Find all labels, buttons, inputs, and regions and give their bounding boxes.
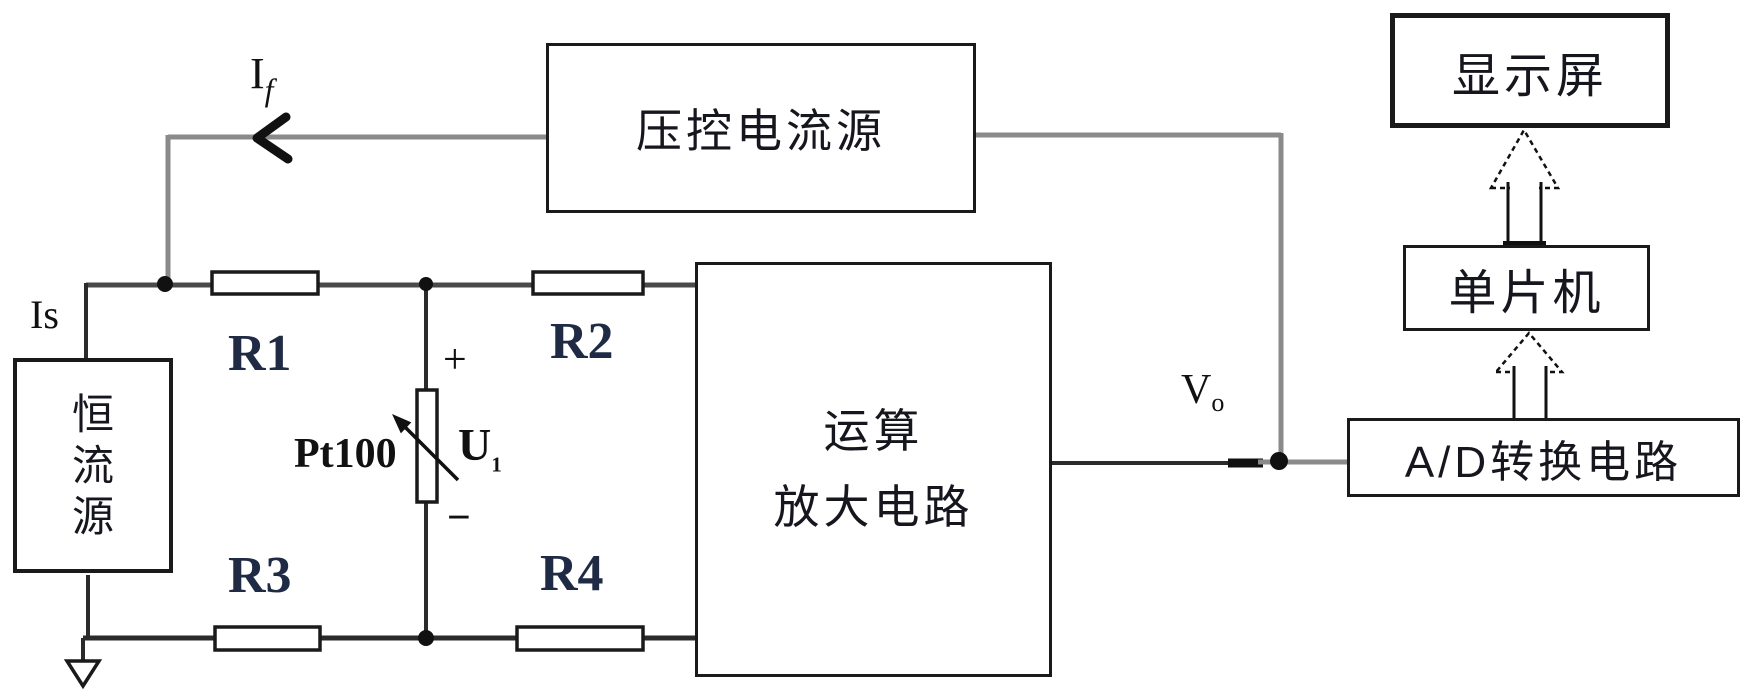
feedback-current-label: If bbox=[250, 48, 273, 109]
opamp-output-wire bbox=[1052, 458, 1347, 468]
ccs-char-3: 源 bbox=[71, 493, 114, 541]
resistor-r1-symbol bbox=[210, 270, 320, 296]
if-subscript: f bbox=[264, 72, 274, 108]
u1-subscript: 1 bbox=[491, 452, 502, 477]
adc-label: A/D转换电路 bbox=[1404, 437, 1683, 487]
r1-label: R1 bbox=[228, 325, 292, 382]
resistor-r2-symbol bbox=[531, 270, 645, 296]
display-block: 显示屏 bbox=[1390, 13, 1670, 128]
mcu-block: 单片机 bbox=[1403, 245, 1650, 331]
polarity-plus-label: + bbox=[443, 337, 467, 383]
opamp-label-line1: 运算 bbox=[823, 404, 924, 457]
pt100-label: Pt100 bbox=[294, 431, 397, 477]
vccs-label: 压控电流源 bbox=[636, 105, 886, 157]
bridge-voltage-label: U1 bbox=[458, 418, 502, 478]
pt100-symbol bbox=[392, 388, 460, 504]
opamp-label: 运算 放大电路 bbox=[774, 394, 974, 546]
vo-subscript: o bbox=[1211, 387, 1225, 417]
adc-to-mcu-arrow-icon bbox=[1493, 331, 1565, 418]
constant-current-source-block: 恒 流 源 bbox=[13, 358, 173, 573]
polarity-minus-label: − bbox=[447, 495, 471, 541]
vo-base: V bbox=[1181, 367, 1212, 413]
junction-dots bbox=[157, 276, 1288, 646]
source-current-label: Is bbox=[30, 292, 59, 337]
ccs-char-2: 流 bbox=[71, 441, 114, 489]
vccs-output-wire bbox=[976, 132, 1284, 461]
r2-label: R2 bbox=[550, 313, 614, 370]
display-label: 显示屏 bbox=[1451, 49, 1608, 103]
mcu-to-display-arrow-icon bbox=[1488, 127, 1561, 249]
ccs-label: 恒 流 源 bbox=[72, 389, 114, 543]
if-base: I bbox=[250, 49, 265, 98]
opamp-label-line2: 放大电路 bbox=[773, 480, 974, 533]
resistor-r3-symbol bbox=[213, 625, 322, 652]
ground-arrow-icon bbox=[63, 638, 103, 690]
resistor-r4-symbol bbox=[515, 625, 645, 652]
ccs-wires bbox=[84, 283, 90, 640]
vccs-block: 压控电流源 bbox=[546, 43, 976, 213]
mcu-label: 单片机 bbox=[1448, 267, 1605, 320]
r3-label: R3 bbox=[228, 547, 292, 604]
ccs-char-1: 恒 bbox=[71, 390, 114, 438]
feedback-arrowhead-icon bbox=[252, 112, 293, 164]
output-voltage-label: Vo bbox=[1181, 366, 1224, 418]
adc-block: A/D转换电路 bbox=[1347, 418, 1740, 497]
feedback-wire bbox=[165, 134, 546, 284]
u1-base: U bbox=[458, 419, 492, 470]
r4-label: R4 bbox=[540, 545, 604, 602]
opamp-block: 运算 放大电路 bbox=[695, 262, 1052, 677]
